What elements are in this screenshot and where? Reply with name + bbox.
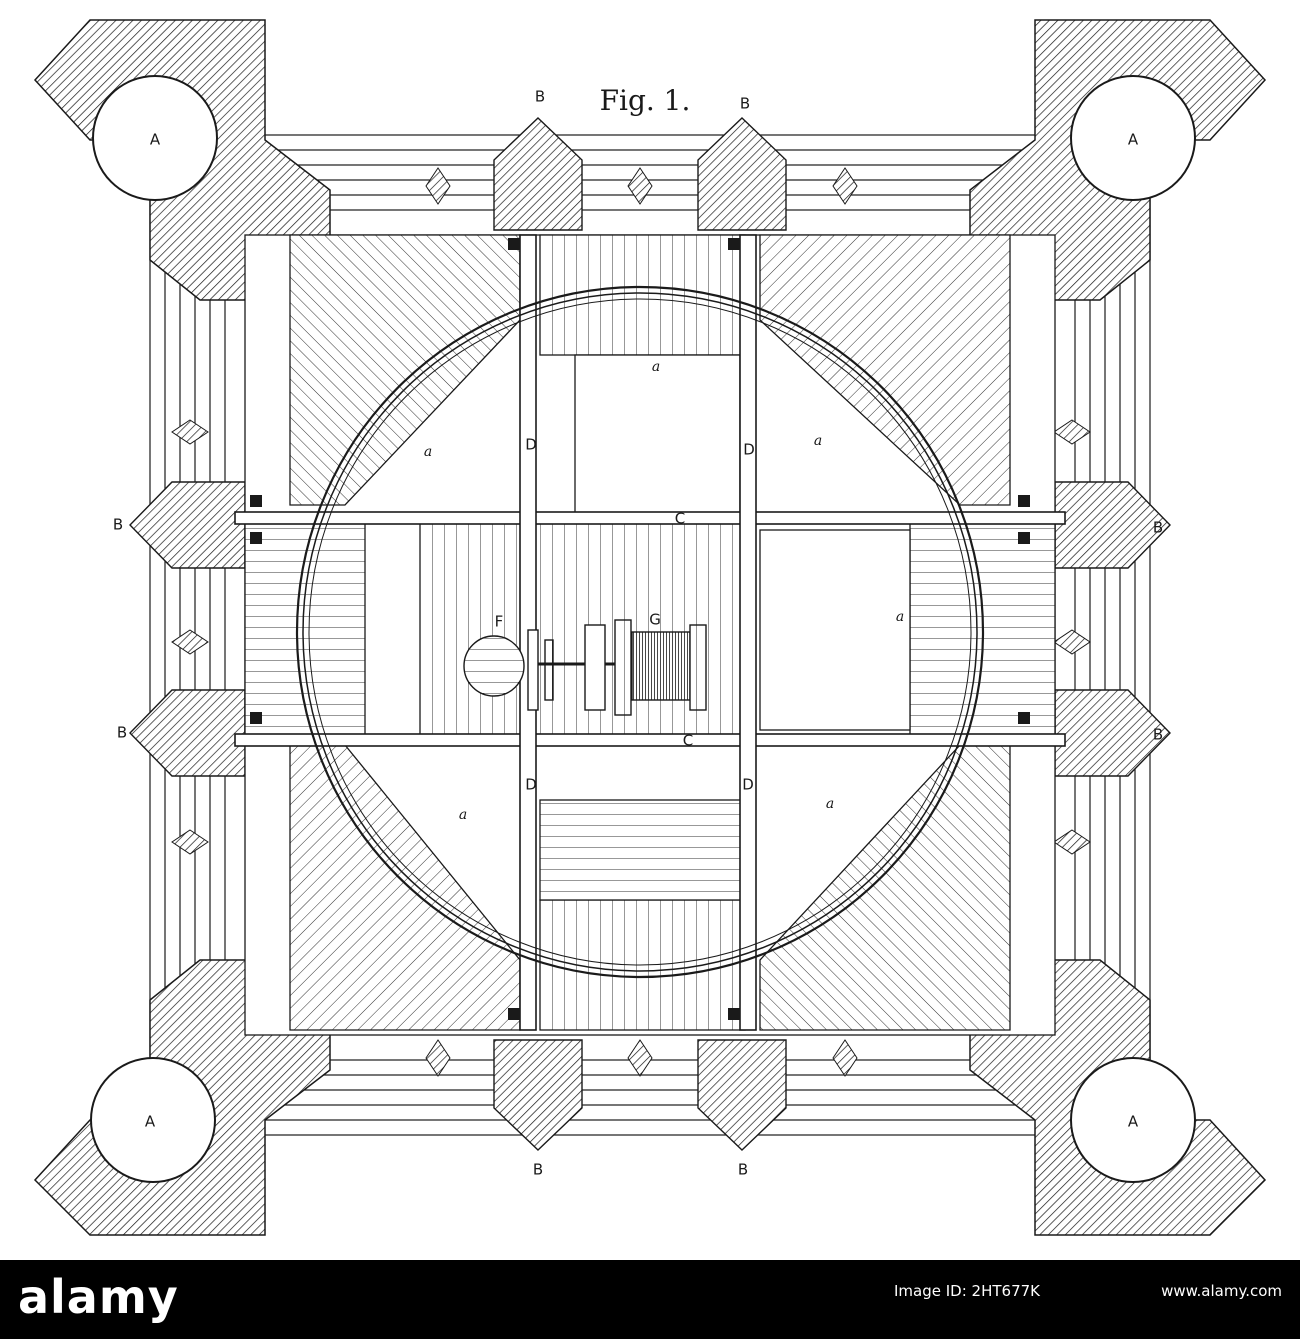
label-buttress-bottom-left: B	[533, 1161, 543, 1179]
posts	[250, 238, 1030, 1020]
label-frame-e: a	[896, 609, 904, 625]
ring	[295, 285, 985, 979]
label-buttress-right-lower: B	[1153, 726, 1163, 744]
label-frame-nw: a	[424, 444, 432, 460]
label-frame-top: a	[652, 359, 660, 375]
label-tower-nw: A	[150, 131, 161, 149]
wall-lozenges	[171, 167, 1091, 1077]
tower-wells	[90, 75, 1196, 1183]
frame-labels: C C D D D D a a a a a a F G	[424, 359, 904, 823]
label-upright-d-sw: D	[525, 776, 537, 794]
brand-logo: alamy	[18, 1270, 179, 1324]
label-buttress-top-left: B	[535, 88, 545, 106]
label-upright-d-se: D	[742, 776, 754, 794]
label-buttress-left-upper: B	[113, 516, 123, 534]
label-winch-g: G	[649, 611, 661, 629]
label-buttress-bottom-right: B	[738, 1161, 748, 1179]
label-upright-d-ne: D	[743, 441, 755, 459]
label-drum-f: F	[495, 613, 504, 631]
label-tower-sw: A	[145, 1113, 156, 1131]
label-tower-se: A	[1128, 1113, 1139, 1131]
frame-beams	[234, 234, 1066, 1031]
label-frame-sw: a	[459, 807, 467, 823]
label-buttress-top-right: B	[740, 95, 750, 113]
label-buttress-right-upper: B	[1153, 519, 1163, 537]
label-beam-c-lower: C	[683, 732, 693, 750]
label-upright-d-nw: D	[525, 436, 537, 454]
buttresses	[129, 117, 1171, 1151]
plan-drawing: Fig. 1. A A A A B B B B B B B B C C D D …	[33, 19, 1267, 1236]
winch-machinery	[463, 619, 707, 716]
label-tower-ne: A	[1128, 131, 1139, 149]
tower-labels: A A A A	[145, 131, 1139, 1131]
plan-svg: Fig. 1. A A A A B B B B B B B B C C D D …	[33, 19, 1267, 1236]
buttress-labels: B B B B B B B B	[113, 88, 1163, 1179]
label-frame-ne: a	[814, 433, 822, 449]
watermark-footer: alamy Image ID: 2HT677K www.alamy.com	[0, 1260, 1300, 1339]
figure-title: Fig. 1.	[600, 84, 691, 117]
image-id: Image ID: 2HT677K	[894, 1282, 1040, 1300]
label-buttress-left-lower: B	[117, 724, 127, 742]
label-beam-c-upper: C	[675, 510, 685, 528]
label-frame-se: a	[826, 796, 834, 812]
host-url: www.alamy.com	[1161, 1282, 1282, 1300]
